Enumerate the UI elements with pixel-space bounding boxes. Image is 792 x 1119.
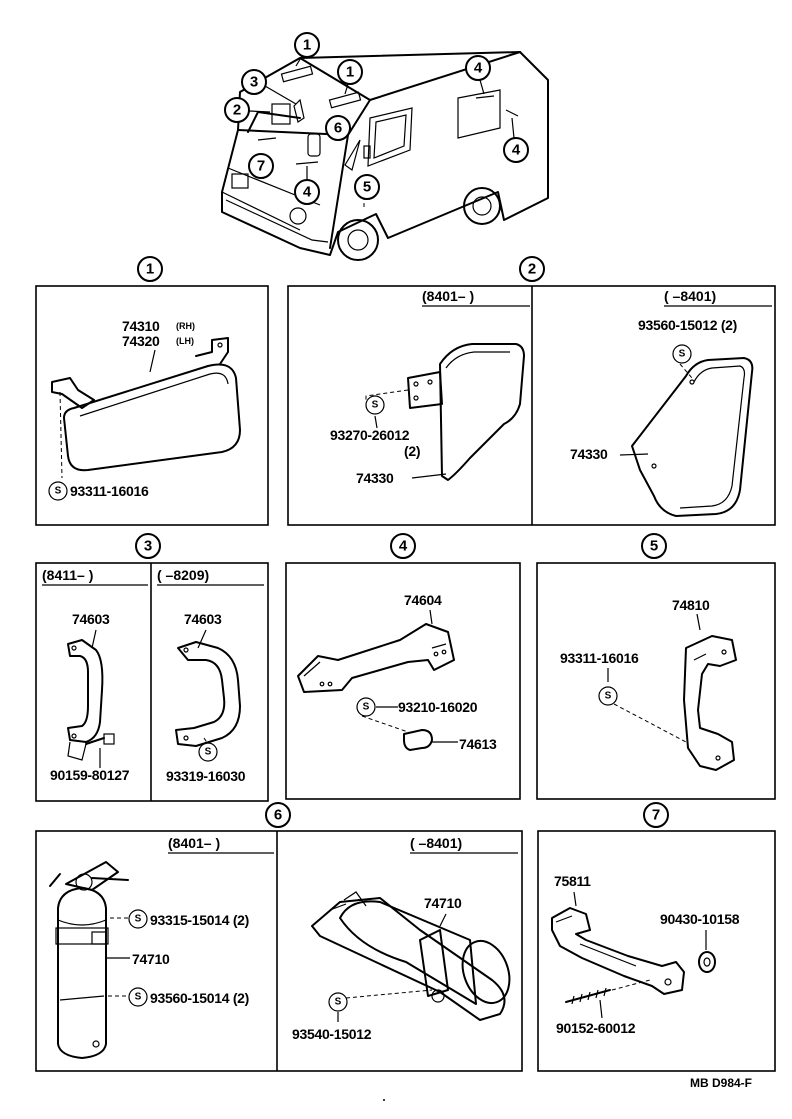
svg-text:S: S xyxy=(55,486,62,497)
svg-text:4: 4 xyxy=(474,60,483,77)
serial-label: (8411– ) xyxy=(42,567,93,583)
serial-label: (8401– ) xyxy=(422,288,474,304)
screw-93540-15012: 93540-15012 xyxy=(292,1026,372,1042)
svg-text:S: S xyxy=(679,349,686,360)
callout-4b: 4 xyxy=(503,137,529,163)
serial-label: ( –8401) xyxy=(664,288,716,304)
svg-text:S: S xyxy=(372,400,379,411)
panel-6-frame xyxy=(35,830,523,1072)
screw-93560-15012: 93560-15012 (2) xyxy=(638,317,737,333)
svg-text:6: 6 xyxy=(274,807,282,824)
callout-2: 2 xyxy=(224,97,250,123)
panel-trim-new: (8401– ) S 93270-26012 (2) 74330 xyxy=(330,288,530,486)
screw-93315-15014: 93315-15014 (2) xyxy=(150,912,249,928)
callout-1a: 1 xyxy=(294,32,320,58)
svg-text:5: 5 xyxy=(363,179,371,196)
panel-grip-old: ( –8209) 74603 S 93319-16030 xyxy=(157,567,264,784)
svg-text:S: S xyxy=(205,747,212,758)
svg-text:6: 6 xyxy=(334,120,342,137)
svg-text:(2): (2) xyxy=(404,443,420,459)
bolt-90159-80127: 90159-80127 xyxy=(50,767,130,783)
svg-text:4: 4 xyxy=(399,538,408,555)
screw-93311-16016: 93311-16016 xyxy=(70,483,149,499)
serial-label: (8401– ) xyxy=(168,835,220,851)
van-illustration xyxy=(221,51,549,261)
svg-text:2: 2 xyxy=(233,102,241,119)
svg-text:(RH): (RH) xyxy=(176,321,195,331)
svg-text:7: 7 xyxy=(257,158,265,175)
panel-sun-visor: 1 74310 (RH) 74320 (LH) S 93311-16016 xyxy=(35,256,269,526)
serial-label: ( –8209) xyxy=(157,567,209,583)
callout-1b: 1 xyxy=(337,59,363,85)
callout-3-header: 3 xyxy=(135,533,161,559)
svg-text:(LH): (LH) xyxy=(176,336,194,346)
screw-93270-26012: 93270-26012 xyxy=(330,427,410,443)
svg-text:S: S xyxy=(135,914,142,925)
part-74330: 74330 xyxy=(356,470,394,486)
part-74710: 74710 xyxy=(132,951,170,967)
svg-text:S: S xyxy=(335,997,342,1008)
part-74604: 74604 xyxy=(404,592,442,608)
panel-grab-handle: 5 74810 93311-16016 S xyxy=(536,533,776,800)
part-74710: 74710 xyxy=(424,895,462,911)
svg-text:S: S xyxy=(363,702,370,713)
svg-text:4: 4 xyxy=(512,142,521,159)
svg-text:1: 1 xyxy=(303,37,311,54)
callout-5: 5 xyxy=(354,174,380,200)
callout-2-header: 2 xyxy=(519,256,545,282)
svg-text:5: 5 xyxy=(650,538,658,555)
bolt-90152-60012: 90152-60012 xyxy=(556,1020,636,1036)
part-74810: 74810 xyxy=(672,597,710,613)
part-74310: 74310 xyxy=(122,318,160,334)
svg-text:S: S xyxy=(605,691,612,702)
callout-4a: 4 xyxy=(465,55,491,81)
part-74603: 74603 xyxy=(184,611,222,627)
callout-4c: 4 xyxy=(294,179,320,205)
svg-text:3: 3 xyxy=(250,74,258,91)
part-74330: 74330 xyxy=(570,446,608,462)
svg-text:3: 3 xyxy=(144,538,152,555)
part-74320: 74320 xyxy=(122,333,160,349)
panel-trim-old: ( –8401) 93560-15012 (2) S 74330 xyxy=(570,288,772,517)
callout-3: 3 xyxy=(241,69,267,95)
panel-extinguisher-old: ( –8401) 74710 S 93540-15012 xyxy=(292,835,518,1042)
drawing-code: MB D984-F xyxy=(690,1076,752,1090)
screw-93560-15014: 93560-15014 (2) xyxy=(150,990,249,1006)
cap-74613: 74613 xyxy=(459,736,497,752)
panel-door-handle: 7 75811 90430-10158 90152-60012 xyxy=(537,802,776,1072)
callout-7: 7 xyxy=(248,153,274,179)
panel-assist-grip: 4 74604 S 93210-16020 74613 xyxy=(285,533,521,800)
screw-93210-16020: 93210-16020 xyxy=(398,699,478,715)
panel-3-frame xyxy=(35,562,269,802)
svg-text:2: 2 xyxy=(528,261,536,278)
svg-text:S: S xyxy=(135,992,142,1003)
panel-extinguisher-new: (8401– ) S 93315-15014 (2) 74710 S 93560… xyxy=(49,835,274,1059)
svg-text:1: 1 xyxy=(146,261,154,278)
washer-90430-10158: 90430-10158 xyxy=(660,911,740,927)
svg-text:7: 7 xyxy=(652,807,660,824)
part-74603: 74603 xyxy=(72,611,110,627)
svg-text:1: 1 xyxy=(346,64,354,81)
callout-6-header: 6 xyxy=(265,802,291,828)
screw-93319-16030: 93319-16030 xyxy=(166,768,246,784)
serial-label: ( –8401) xyxy=(410,835,462,851)
panel-grip-new: (8411– ) 74603 90159-80127 xyxy=(42,567,148,783)
svg-text:4: 4 xyxy=(303,184,312,201)
screw-93311-16016: 93311-16016 xyxy=(560,650,639,666)
callout-6: 6 xyxy=(325,115,351,141)
part-75811: 75811 xyxy=(554,873,591,889)
